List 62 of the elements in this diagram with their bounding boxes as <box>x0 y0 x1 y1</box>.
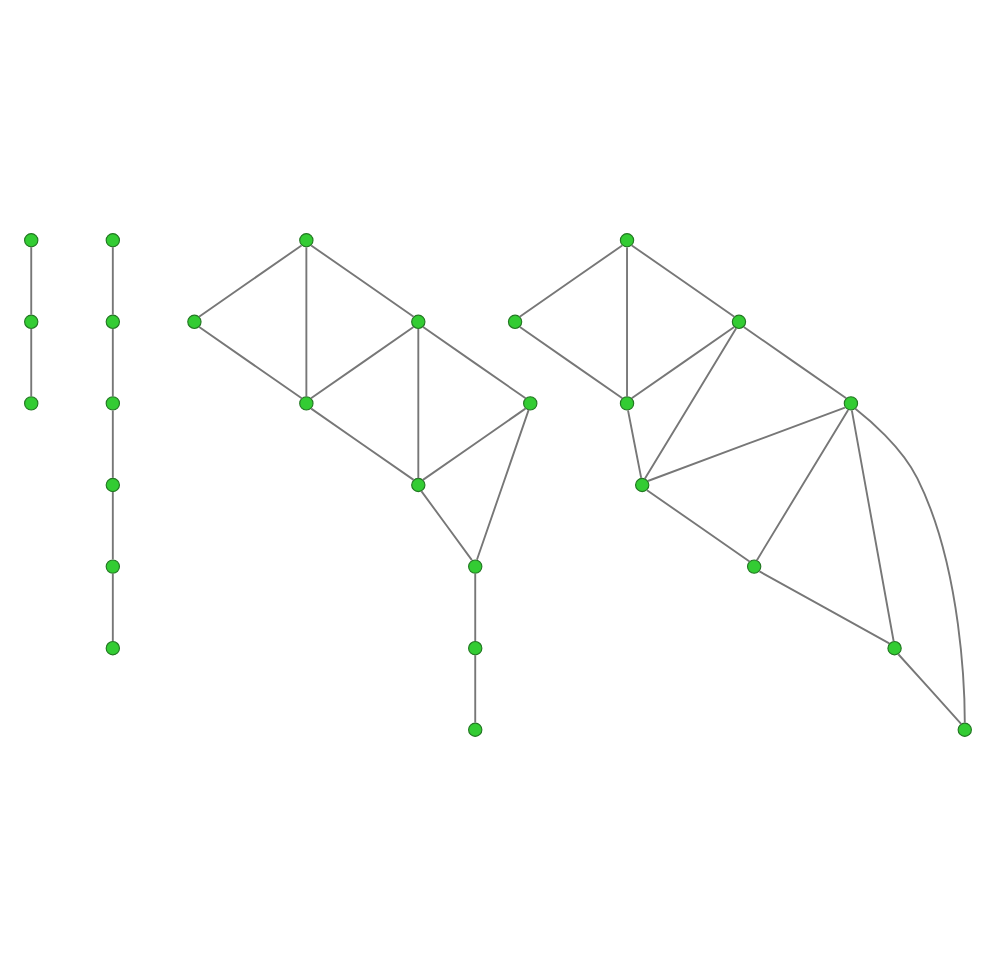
connector <box>111 327 114 398</box>
node-circle <box>299 233 314 248</box>
connector <box>643 327 738 480</box>
connector <box>310 407 415 481</box>
node-circle <box>468 722 483 737</box>
connector <box>518 326 624 400</box>
connector <box>30 327 33 398</box>
node-circle <box>843 396 859 411</box>
node-circle <box>105 314 121 330</box>
node-circle <box>731 314 747 330</box>
node-circle <box>24 396 39 411</box>
connector <box>474 572 477 642</box>
node-circle <box>411 314 426 330</box>
node-circle <box>746 559 762 574</box>
connector <box>30 246 33 316</box>
node-circle <box>105 640 121 656</box>
connector <box>630 244 736 318</box>
connector <box>646 406 846 482</box>
node-circle <box>299 396 314 411</box>
node-circle <box>523 396 538 411</box>
node-circle <box>105 477 121 493</box>
connector <box>518 244 624 318</box>
connector <box>198 326 303 400</box>
connector <box>111 409 114 479</box>
node-circle <box>105 559 121 574</box>
connector <box>111 491 114 561</box>
node-circle <box>507 314 523 330</box>
connector <box>742 326 848 400</box>
connector <box>758 570 891 645</box>
connector <box>422 407 527 481</box>
node-circle <box>24 314 39 330</box>
connector <box>305 246 308 398</box>
node-circle <box>887 640 902 656</box>
connector <box>310 326 415 400</box>
node-circle <box>24 233 39 248</box>
node-circle <box>468 640 483 656</box>
connector <box>474 654 477 724</box>
connector <box>630 326 736 400</box>
node-circle <box>635 477 650 493</box>
node-circle <box>619 233 635 248</box>
connector <box>755 408 850 562</box>
node-circle <box>187 314 202 330</box>
node-circle <box>411 477 426 493</box>
connector <box>854 407 966 724</box>
connector <box>420 490 473 562</box>
connector <box>850 409 895 643</box>
connector <box>111 246 114 316</box>
connector <box>626 246 628 398</box>
connector <box>111 572 114 642</box>
node-circle <box>957 722 972 737</box>
node-circle <box>619 396 635 411</box>
connector <box>646 489 751 563</box>
connector <box>198 244 303 318</box>
connector <box>310 244 415 318</box>
connector <box>417 328 420 480</box>
node-circle <box>105 396 121 411</box>
connector <box>627 409 643 479</box>
connector <box>422 326 527 400</box>
node-circle <box>105 233 121 248</box>
node-circle <box>468 559 483 574</box>
connector <box>476 408 530 561</box>
connector <box>897 653 963 725</box>
